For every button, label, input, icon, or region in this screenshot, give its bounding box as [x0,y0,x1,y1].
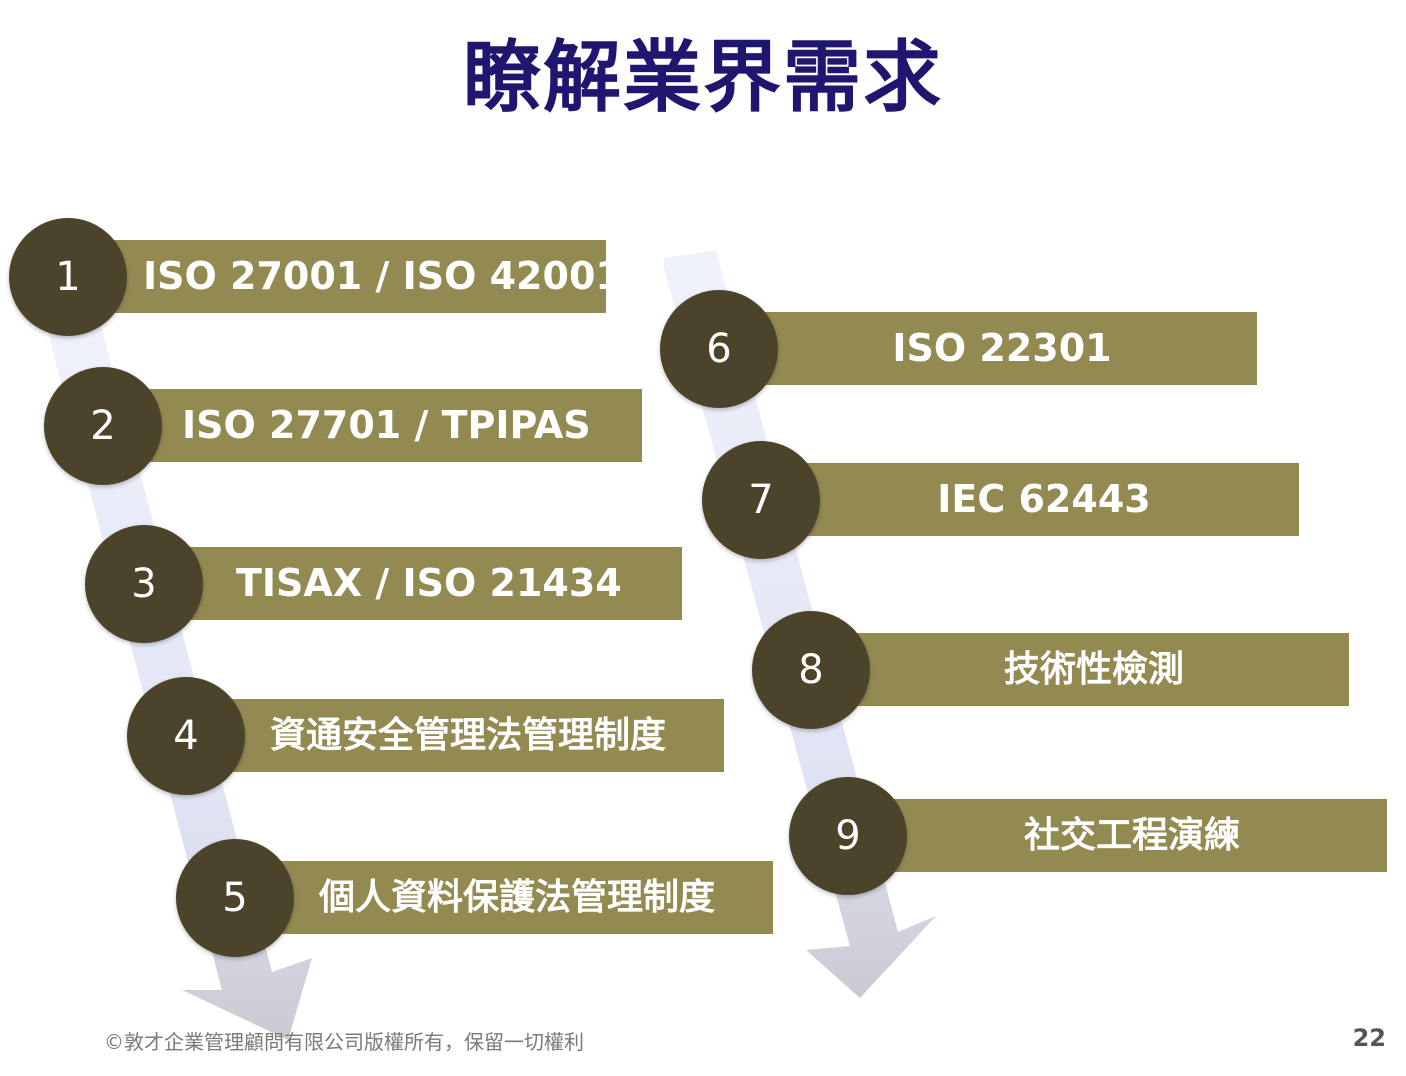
item-label-3: TISAX / ISO 21434 [236,561,622,605]
item-label-6: ISO 22301 [892,326,1112,370]
item-number-7: 7 [702,441,820,559]
item-number-8: 8 [752,611,870,729]
item-bar-7: IEC 62443 [789,463,1299,536]
item-bar-4: 資通安全管理法管理制度 [214,699,724,772]
item-bar-2: ISO 27701 / TPIPAS [130,389,642,462]
item-bar-6: ISO 22301 [747,312,1257,385]
item-label-1: ISO 27001 / ISO 42001 [143,254,622,298]
copyright-footer: ©敦才企業管理顧問有限公司版權所有，保留一切權利 [104,1030,584,1054]
item-bar-3: TISAX / ISO 21434 [172,547,682,620]
item-number-9: 9 [789,777,907,895]
item-label-5: 個人資料保護法管理制度 [319,877,716,918]
page-number: 22 [1352,1024,1386,1052]
item-label-2: ISO 27701 / TPIPAS [182,403,591,447]
item-number-4: 4 [127,677,245,795]
item-number-6: 6 [660,290,778,408]
item-label-4: 資通安全管理法管理制度 [270,715,667,756]
item-number-2: 2 [44,367,162,485]
item-bar-9: 社交工程演練 [877,799,1387,872]
item-label-7: IEC 62443 [937,477,1151,521]
item-number-3: 3 [85,525,203,643]
item-bar-1: ISO 27001 / ISO 42001 [95,240,622,313]
slide-title: 瞭解業界需求 [462,33,943,123]
item-bar-5: 個人資料保護法管理制度 [263,861,773,934]
item-label-9: 社交工程演練 [1023,815,1240,856]
item-number-5: 5 [176,839,294,957]
item-number-1: 1 [9,218,127,336]
item-bar-8: 技術性檢測 [839,633,1349,706]
item-label-8: 技術性檢測 [1003,649,1184,690]
